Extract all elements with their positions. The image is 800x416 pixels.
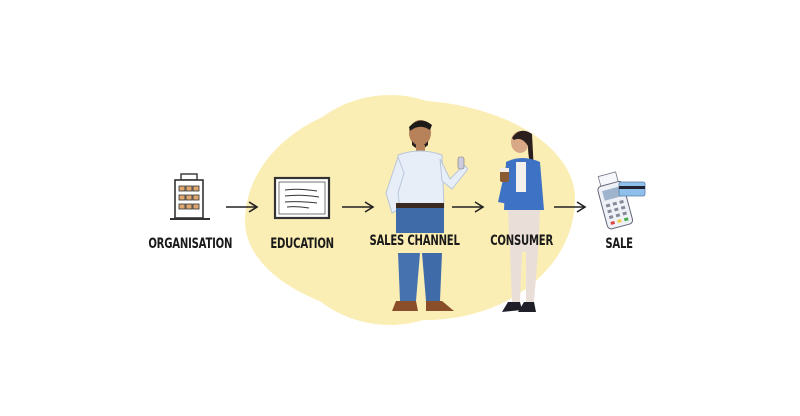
stage-sales-channel: Sales Channel <box>360 233 470 249</box>
stage-label-organisation: Organisation <box>148 236 232 252</box>
card-payment-terminal-icon <box>597 171 646 230</box>
consumer-illustration <box>498 130 544 312</box>
salesman-illustration <box>385 120 468 311</box>
arrow-icon <box>452 201 485 213</box>
arrow-icon <box>554 201 587 213</box>
stage-consumer: Consumer <box>476 233 568 249</box>
arrow-icon <box>342 201 375 213</box>
whiteboard-icon <box>273 176 331 220</box>
arrow-icon <box>226 201 259 213</box>
stage-education: Education <box>260 176 344 252</box>
office-building-icon <box>170 173 210 220</box>
stage-label-sales-channel: Sales Channel <box>369 233 461 249</box>
stage-label-sale: Sale <box>605 236 633 252</box>
stage-label-education: Education <box>270 236 334 252</box>
stage-label-consumer: Consumer <box>490 233 554 249</box>
stage-sale: Sale <box>588 170 650 252</box>
stage-organisation: Organisation <box>148 172 232 252</box>
